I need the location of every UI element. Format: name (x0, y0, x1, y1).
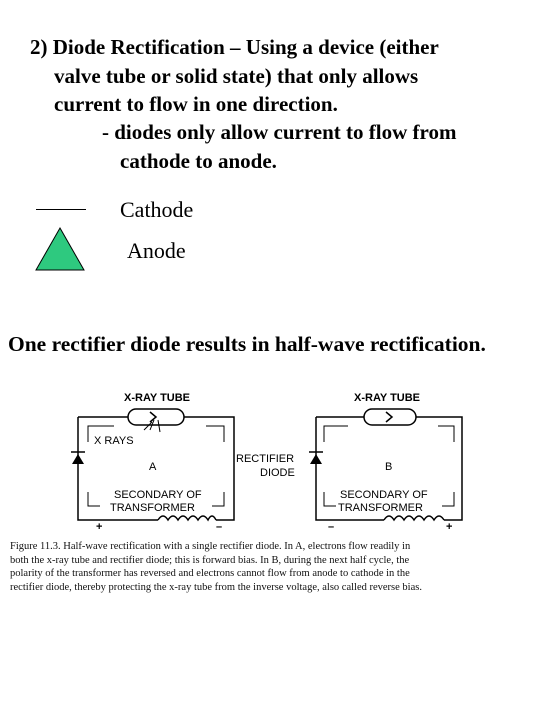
circuit-a: X-RAY TUBE X RAYS A SECONDARY OF TRANSFO… (71, 392, 235, 533)
xrays-label: X RAYS (94, 435, 134, 447)
x-ray-tube-b-icon (348, 408, 458, 426)
polarity-a-right: – (216, 521, 222, 533)
heading-line-3: current to flow in one direction. (54, 92, 338, 116)
caption-line-2: both the x-ray tube and rectifier diode;… (10, 554, 410, 566)
heading-line-4: - diodes only allow current to flow from (102, 120, 457, 144)
anode-triangle-icon (35, 226, 85, 271)
polarity-a-left: + (96, 521, 102, 533)
heading-line-1: 2) Diode Rectification – Using a device … (30, 35, 439, 59)
secondary-b-line-2: TRANSFORMER (338, 502, 423, 514)
caption-line-3: polarity of the transformer has reversed… (10, 568, 410, 580)
polarity-b-left: – (328, 521, 334, 533)
cathode-label: Cathode (120, 197, 194, 222)
transformer-b-coil-icon (383, 515, 445, 522)
anode-label: Anode (127, 238, 186, 263)
caption-line-1: Figure 11.3. Half-wave rectification wit… (10, 541, 411, 552)
transformer-a-coil-icon (157, 515, 217, 522)
secondary-a-line-1: SECONDARY OF (114, 489, 202, 501)
heading-line-5: cathode to anode. (120, 149, 277, 173)
rectifier-label-line-2: DIODE (260, 467, 295, 479)
caption-line-4: rectifier diode, thereby protecting the … (10, 581, 422, 593)
circuit-b: X-RAY TUBE B SECONDARY OF TRANSFORMER – … (309, 392, 463, 533)
rectifier-diode-a-icon (71, 451, 85, 464)
polarity-b-right: + (446, 521, 452, 533)
rectifier-label-line-1: RECTIFIER (236, 453, 294, 465)
rectifier-diode-b-icon (309, 451, 323, 464)
summary-text: One rectifier diode results in half-wave… (8, 332, 486, 356)
heading-line-2: valve tube or solid state) that only all… (54, 64, 419, 88)
figure-caption: Figure 11.3. Half-wave rectification wit… (10, 540, 534, 594)
tube-label-b: X-RAY TUBE (354, 392, 420, 404)
x-ray-tube-a-icon (114, 408, 226, 433)
secondary-b-line-1: SECONDARY OF (340, 489, 428, 501)
tube-label-a: X-RAY TUBE (124, 392, 190, 404)
secondary-a-line-2: TRANSFORMER (110, 502, 195, 514)
circuit-b-label: B (385, 461, 392, 473)
rectification-figure: X-RAY TUBE X RAYS A SECONDARY OF TRANSFO… (71, 392, 463, 533)
circuit-a-label: A (149, 461, 157, 473)
cathode-line-symbol (36, 209, 86, 210)
